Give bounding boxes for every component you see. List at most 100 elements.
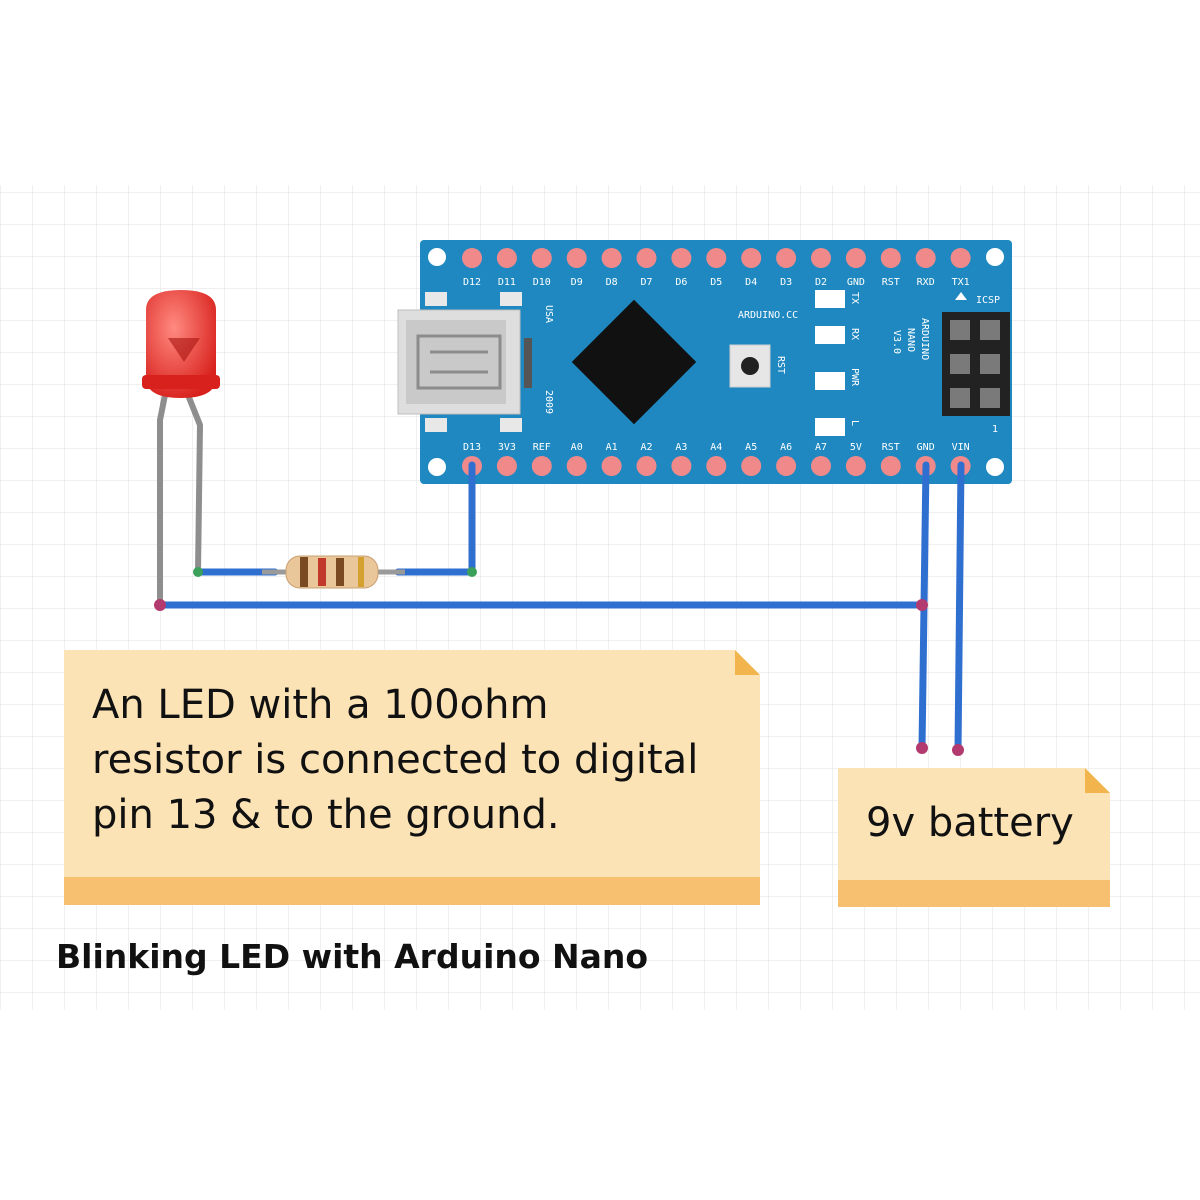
top-pin-label-d5: D5 (710, 277, 722, 288)
brand-label: ARDUINO.CC (738, 310, 798, 321)
led-leg-short (185, 392, 203, 575)
top-pin-label-d3: D3 (780, 277, 792, 288)
mount-hole (428, 248, 446, 266)
top-pin-label-d11: D11 (498, 277, 516, 288)
resistor-band (318, 558, 326, 586)
icsp-header (942, 312, 1010, 416)
top-pad-d4 (741, 248, 762, 268)
top-pad-d2 (811, 248, 831, 268)
year-label: 2009 (543, 390, 554, 414)
main-note: An LED with a 100ohm resistor is connect… (64, 650, 760, 905)
usb-connector (397, 292, 532, 432)
junction-dot (154, 599, 166, 611)
top-pad-d11 (496, 248, 517, 268)
bottom-pin-label-d13: D13 (463, 442, 481, 453)
top-pad-d10 (531, 248, 552, 268)
icsp-label: ICSP (976, 295, 1000, 306)
bottom-pin-label-a1: A1 (606, 442, 618, 453)
battery-terminal-dot (952, 744, 964, 756)
top-pin-label-d7: D7 (640, 277, 652, 288)
bottom-pin-label-gnd: GND (917, 442, 935, 453)
battery-terminal-dot (916, 742, 928, 754)
top-pin-row: D12 D11 D10 D9 D8 D7 D6 D5 D4 D3 D2 GND RST RXD TX1 (462, 248, 971, 288)
bottom-pin-label-a3: A3 (675, 442, 687, 453)
note-line-1: An LED with a 100ohm (92, 682, 548, 728)
bottom-pad-5v (845, 456, 866, 476)
top-pad-d6 (671, 248, 692, 268)
onboard-leds: TX RX PWR L (815, 290, 860, 436)
model-line-2: NANO (905, 328, 916, 352)
resistor-band (336, 558, 344, 586)
diagram-caption: Blinking LED with Arduino Nano (56, 937, 648, 976)
top-pin-label-d12: D12 (463, 277, 481, 288)
battery-note: 9v battery (838, 768, 1110, 907)
red-led (142, 290, 220, 398)
bottom-pad-a0 (566, 456, 587, 476)
top-pad-tx1 (950, 248, 971, 268)
top-pad-d8 (601, 248, 622, 268)
top-pad-d12 (462, 248, 482, 268)
bottom-pad-a4 (706, 456, 727, 476)
bottom-pad-a1 (601, 456, 622, 476)
mount-hole (986, 248, 1004, 266)
top-pin-label-d2: D2 (815, 277, 827, 288)
bottom-pin-label-a4: A4 (710, 442, 722, 453)
bottom-pad-rst (880, 456, 901, 476)
mount-hole (428, 458, 446, 476)
top-pad-rst (880, 248, 901, 268)
wires (154, 392, 965, 756)
top-pad-d9 (566, 248, 587, 268)
tx-arrow-icon (955, 292, 967, 300)
resistor-band (358, 557, 364, 587)
bottom-pad-a7 (811, 456, 831, 476)
reset-button-cap (741, 357, 759, 375)
led-label-l: L (849, 420, 860, 426)
usa-label: USA (543, 305, 554, 323)
icsp-pin1-label: 1 (992, 424, 998, 435)
top-pin-label-d9: D9 (571, 277, 583, 288)
bottom-pin-label-ref: REF (533, 442, 551, 453)
bottom-pin-label-a5: A5 (745, 442, 757, 453)
resistor (262, 555, 405, 589)
top-pin-label-d8: D8 (606, 277, 618, 288)
top-pin-label-d4: D4 (745, 277, 757, 288)
board-pcb (420, 240, 1012, 484)
top-pin-label-rst: RST (882, 277, 900, 288)
mount-hole (986, 458, 1004, 476)
top-pin-label-tx1: TX1 (952, 277, 970, 288)
note-line-3: pin 13 & to the ground. (92, 792, 560, 838)
bottom-pin-label-5v: 5V (850, 442, 862, 453)
wire-end-dot (193, 567, 203, 577)
wire-end-dot (467, 567, 477, 577)
bottom-pin-label-a0: A0 (571, 442, 583, 453)
bottom-pad-a3 (671, 456, 692, 476)
bottom-pad-3v3 (496, 456, 517, 476)
rst-label: RST (775, 356, 786, 374)
led-label-rx: RX (849, 328, 860, 340)
led-label-pwr: PWR (849, 368, 860, 387)
model-line-3: V3.0 (891, 330, 902, 354)
bottom-pin-label-a7: A7 (815, 442, 827, 453)
bottom-pin-label-vin: VIN (952, 442, 970, 453)
led-internal-icon (168, 338, 200, 362)
bottom-pin-label-rst: RST (882, 442, 900, 453)
top-pin-label-gnd: GND (847, 277, 865, 288)
led-leg-long (157, 392, 168, 605)
microcontroller-chip (571, 299, 697, 425)
top-pin-label-d6: D6 (675, 277, 687, 288)
top-pad-d5 (706, 248, 727, 268)
junction-dot (916, 599, 928, 611)
note-strip (838, 880, 1110, 907)
bottom-pad-a6 (776, 456, 797, 476)
top-pad-d3 (776, 248, 797, 268)
bottom-pin-label-a6: A6 (780, 442, 792, 453)
top-pin-label-d10: D10 (533, 277, 551, 288)
note-line-2: resistor is connected to digital (92, 737, 698, 783)
note-strip (64, 877, 760, 905)
top-pad-d7 (636, 248, 657, 268)
battery-label: 9v battery (866, 800, 1074, 846)
top-pin-label-rxd: RXD (917, 277, 935, 288)
